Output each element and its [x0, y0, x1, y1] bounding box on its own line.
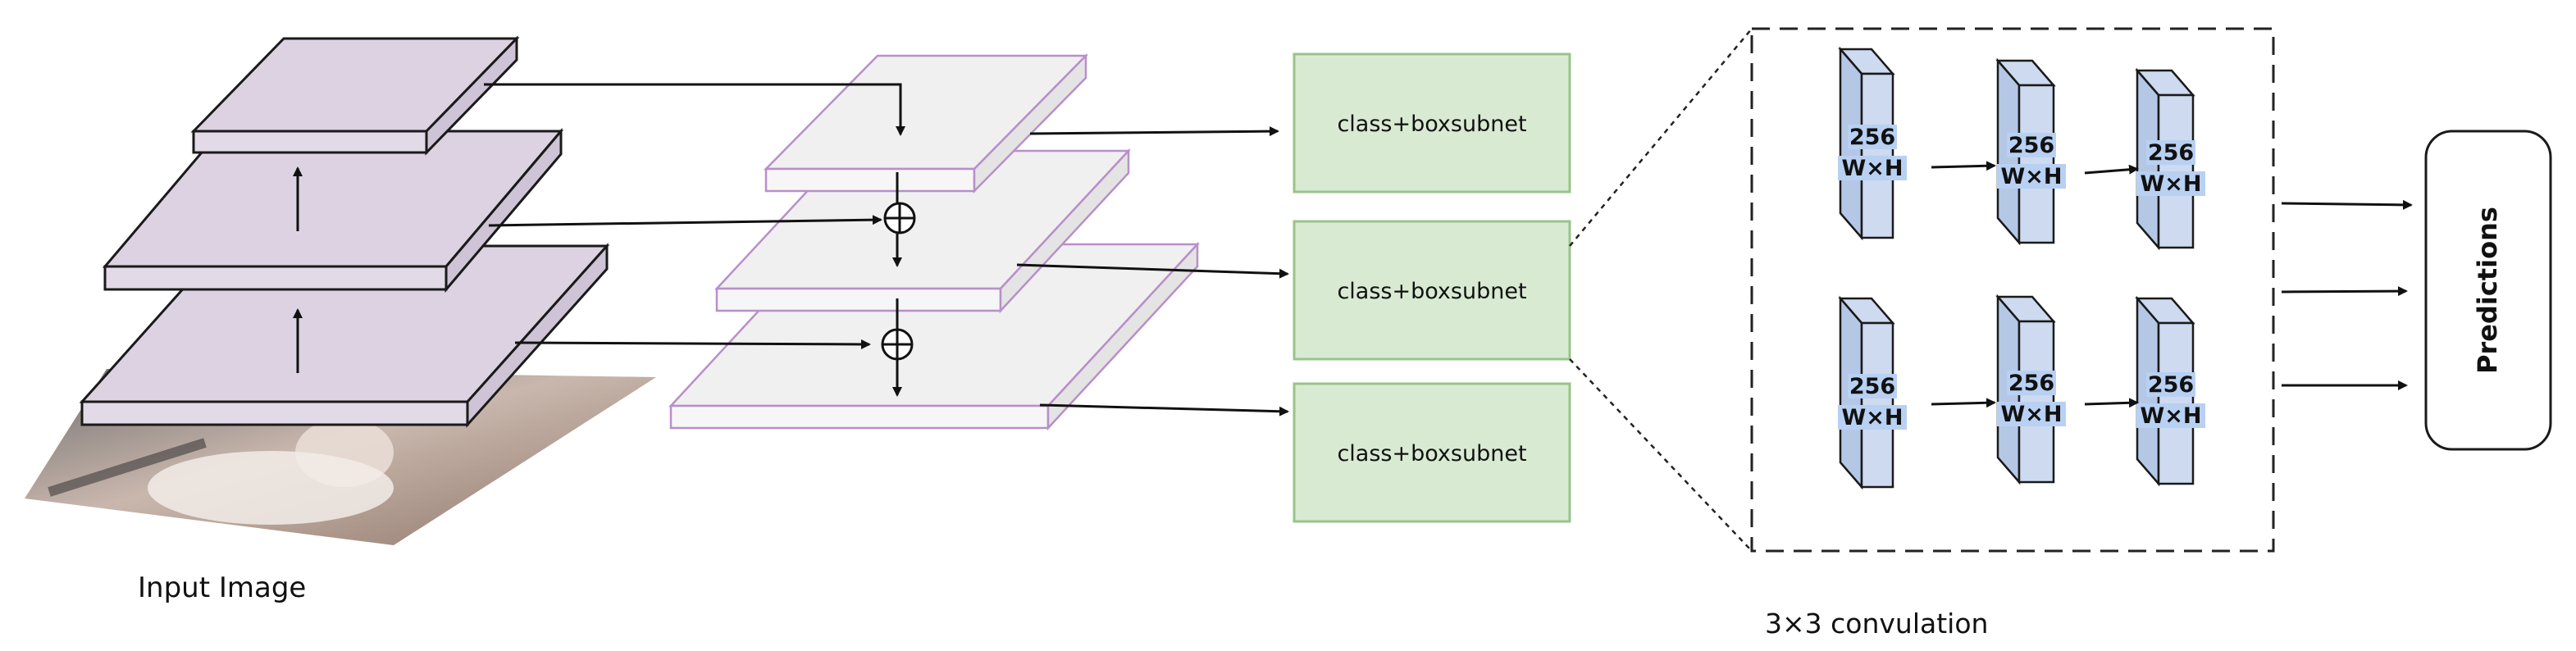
conv-channels-label: 256 — [2148, 140, 2194, 166]
subnet-box: class+boxsubnet — [1293, 382, 1571, 523]
to-subnet-arrow — [1029, 126, 1279, 137]
predictions-box: Predictions — [2424, 130, 2552, 451]
to-subnet-arrow — [1016, 263, 1289, 279]
lateral-arrow — [488, 215, 882, 227]
conv-size-label: W×H — [1841, 405, 1903, 430]
input-pyramid — [79, 35, 610, 428]
conv-size-label: W×H — [2140, 403, 2201, 429]
conv-arrow — [1931, 398, 1996, 408]
conv-arrow — [2084, 398, 2139, 408]
subnet-label: class+boxsubnet — [1337, 441, 1526, 467]
conv-channels-label: 256 — [1849, 125, 1895, 150]
conv-size-label: W×H — [1841, 156, 1903, 181]
conv-channels-label: 256 — [2008, 371, 2054, 396]
conv-arrow — [2084, 164, 2139, 175]
conv-channels-label: 256 — [2008, 133, 2054, 158]
subnet-label: class+boxsubnet — [1337, 112, 1526, 137]
fpn-layer-top — [764, 52, 1088, 194]
input-image-caption: Input Image — [138, 571, 306, 604]
conv-size-label: W×H — [2000, 164, 2062, 189]
add-node-icon — [881, 328, 914, 361]
to-predictions-arrow — [2281, 286, 2408, 297]
lateral-arrow — [514, 339, 871, 349]
pyramid-layer-top — [190, 35, 520, 156]
conv-caption: 3×3 convulation — [1765, 608, 1988, 640]
conv-channels-label: 256 — [1849, 374, 1895, 399]
subnet-box: class+boxsubnet — [1293, 220, 1571, 361]
predictions-label: Predictions — [2472, 207, 2503, 374]
to-subnet-arrow — [1039, 403, 1289, 417]
subnet-label: class+boxsubnet — [1337, 279, 1526, 304]
zoom-line — [1569, 358, 1753, 552]
add-node-icon — [883, 202, 916, 234]
conv-channels-label: 256 — [2148, 372, 2194, 398]
zoom-line — [1569, 28, 1753, 247]
conv-size-label: W×H — [2000, 402, 2062, 427]
lateral-arrow — [484, 83, 905, 136]
feature-pyramid — [484, 52, 1200, 431]
conv-size-label: W×H — [2140, 171, 2201, 197]
subnet-box: class+boxsubnet — [1293, 52, 1571, 193]
to-predictions-arrow — [2281, 199, 2413, 210]
pyramid-layer-middle — [102, 127, 564, 294]
conv-arrow — [1931, 161, 1996, 171]
